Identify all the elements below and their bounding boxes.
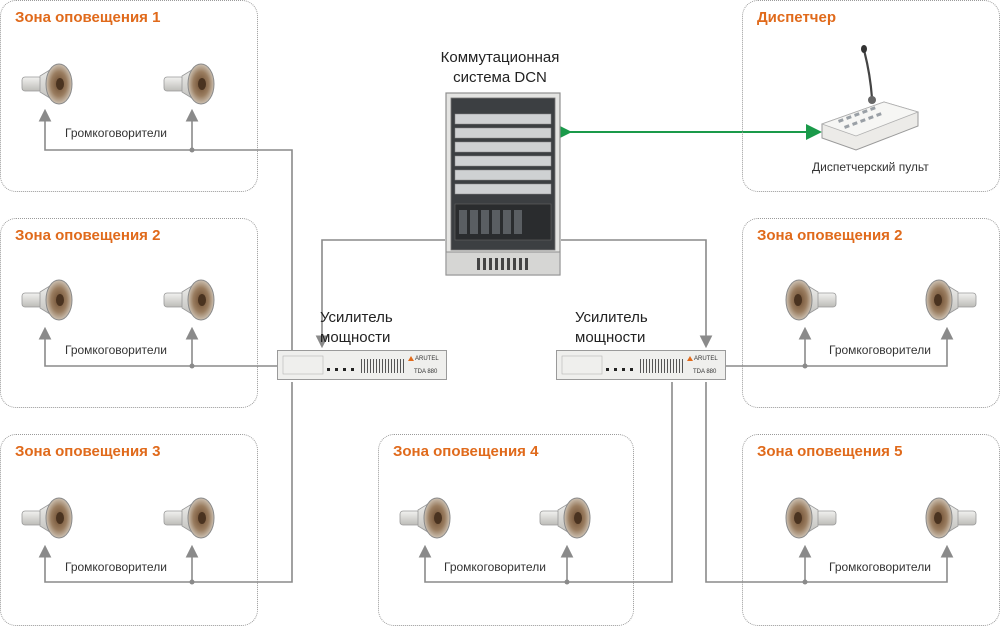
zone-title: Зона оповещения 4 [393, 443, 539, 460]
loudspeaker-icon [21, 63, 73, 105]
amplifier-right-label: Усилитель мощности [575, 308, 685, 348]
zone-caption: Громкоговорители [829, 343, 931, 357]
amplifier-model: TDA 880 [414, 369, 438, 375]
zone-caption: Громкоговорители [829, 560, 931, 574]
amplifier-model: TDA 880 [693, 369, 717, 375]
amplifier-label-line2: мощности [575, 329, 646, 346]
loudspeaker-icon [163, 279, 215, 321]
amplifier-brand: ARUTEL [694, 356, 718, 362]
amplifier-brand: ARUTEL [415, 356, 439, 362]
zone-title: Зона оповещения 5 [757, 443, 903, 460]
amplifier-left-icon [277, 350, 447, 380]
zone-1: Зона оповещения 1 [0, 0, 258, 192]
amplifier-label-line1: Усилитель [575, 309, 648, 326]
zone-title: Диспетчер [757, 9, 837, 26]
loudspeaker-icon [785, 497, 837, 539]
zone-title: Зона оповещения 2 [757, 227, 903, 244]
loudspeaker-icon [785, 279, 837, 321]
dcn-label-line2: система DCN [453, 69, 547, 86]
zone-title: Зона оповещения 3 [15, 443, 161, 460]
zone-caption: Громкоговорители [65, 343, 167, 357]
zone-2-left: Зона оповещения 2 [0, 218, 258, 408]
loudspeaker-icon [163, 63, 215, 105]
zone-title: Зона оповещения 2 [15, 227, 161, 244]
dcn-label-line1: Коммутационная [440, 49, 560, 66]
amplifier-left-label: Усилитель мощности [320, 308, 430, 348]
loudspeaker-icon [163, 497, 215, 539]
zone-caption: Громкоговорители [444, 560, 546, 574]
amplifier-label-line2: мощности [320, 329, 391, 346]
loudspeaker-icon [21, 279, 73, 321]
amplifier-label-line1: Усилитель [320, 309, 393, 326]
zone-title: Зона оповещения 1 [15, 9, 161, 26]
dcn-label: Коммутационная система DCN [410, 48, 590, 88]
loudspeaker-icon [539, 497, 591, 539]
zone-caption: Громкоговорители [65, 126, 167, 140]
loudspeaker-icon [925, 497, 977, 539]
dcn-rack-icon [445, 92, 561, 276]
loudspeaker-icon [399, 497, 451, 539]
loudspeaker-icon [21, 497, 73, 539]
amplifier-right-icon [556, 350, 726, 380]
zone-caption: Громкоговорители [65, 560, 167, 574]
loudspeaker-icon [925, 279, 977, 321]
dispatcher-console-caption: Диспетчерский пульт [812, 160, 929, 174]
dispatcher-console-icon [820, 45, 920, 151]
